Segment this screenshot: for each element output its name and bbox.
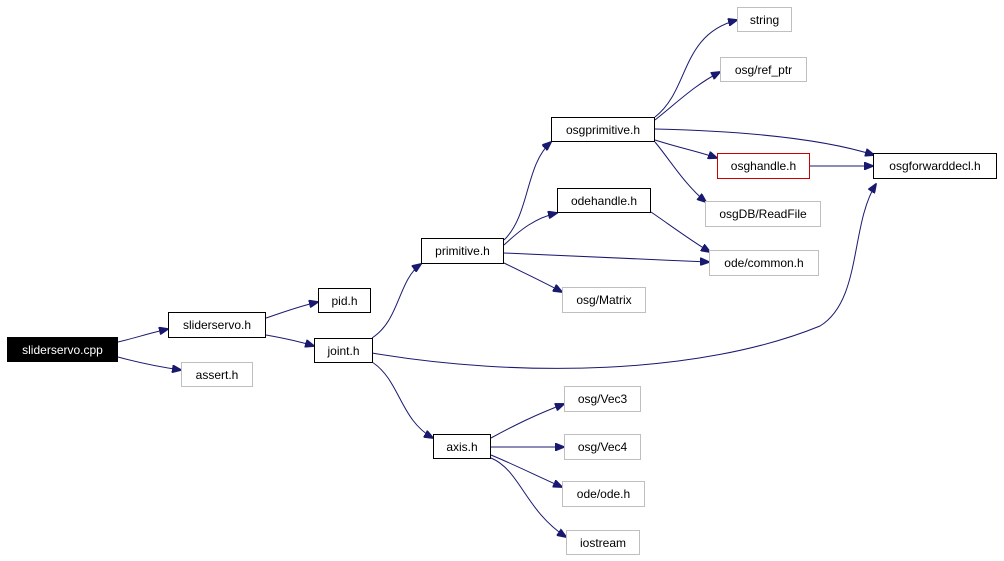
edge-sliderservo-h-to-joint-h xyxy=(265,334,314,346)
node-joint-h[interactable]: joint.h xyxy=(314,338,373,363)
node-osg-ref-ptr: osg/ref_ptr xyxy=(720,57,807,82)
edge-osgprimitive-h-to-osghandle-h xyxy=(654,139,717,158)
edge-primitive-h-to-osgprimitive-h xyxy=(503,142,551,241)
node-osg-vec3: osg/Vec3 xyxy=(564,386,641,412)
edge-sliderservo-cpp-to-sliderservo-h xyxy=(117,329,168,343)
edge-axis-h-to-osg-vec3 xyxy=(490,404,564,439)
node-odehandle-h[interactable]: odehandle.h xyxy=(557,188,651,213)
edge-osgprimitive-h-to-osgforwarddecl-h xyxy=(654,128,874,155)
edge-joint-h-to-axis-h xyxy=(371,361,433,438)
node-osg-vec4: osg/Vec4 xyxy=(564,434,641,460)
node-osg-matrix: osg/Matrix xyxy=(562,287,646,313)
edge-primitive-h-to-odehandle-h xyxy=(503,213,557,246)
edge-sliderservo-h-to-pid-h xyxy=(265,302,318,319)
edge-axis-h-to-iostream xyxy=(490,457,566,537)
edge-osgprimitive-h-to-osg-ref-ptr xyxy=(654,72,720,121)
node-osgforwarddecl-h[interactable]: osgforwarddecl.h xyxy=(873,153,997,179)
node-osgprimitive-h[interactable]: osgprimitive.h xyxy=(551,117,655,142)
edge-osgprimitive-h-to-osgdb-readfile xyxy=(654,141,706,202)
node-ode-ode-h: ode/ode.h xyxy=(562,481,645,507)
node-axis-h[interactable]: axis.h xyxy=(433,434,491,459)
edge-osgprimitive-h-to-string xyxy=(654,20,737,118)
node-osgdb-readfile: osgDB/ReadFile xyxy=(705,201,821,227)
edge-joint-h-to-osgforwarddecl-h xyxy=(371,184,876,369)
node-ode-common-h: ode/common.h xyxy=(709,250,819,276)
node-sliderservo-cpp: sliderservo.cpp xyxy=(7,337,118,362)
node-pid-h[interactable]: pid.h xyxy=(318,288,371,313)
node-primitive-h[interactable]: primitive.h xyxy=(421,238,504,264)
node-assert-h: assert.h xyxy=(181,362,253,387)
edge-primitive-h-to-ode-common-h xyxy=(503,252,709,262)
node-sliderservo-h[interactable]: sliderservo.h xyxy=(168,312,266,338)
edge-sliderservo-cpp-to-assert-h xyxy=(117,356,181,370)
edge-odehandle-h-to-ode-common-h xyxy=(650,211,710,252)
node-osghandle-h[interactable]: osghandle.h xyxy=(717,153,810,179)
edge-primitive-h-to-osg-matrix xyxy=(503,262,562,292)
edge-joint-h-to-primitive-h xyxy=(371,264,421,339)
node-iostream: iostream xyxy=(566,530,640,555)
edge-axis-h-to-ode-ode-h xyxy=(490,454,562,487)
node-string: string xyxy=(737,7,792,32)
